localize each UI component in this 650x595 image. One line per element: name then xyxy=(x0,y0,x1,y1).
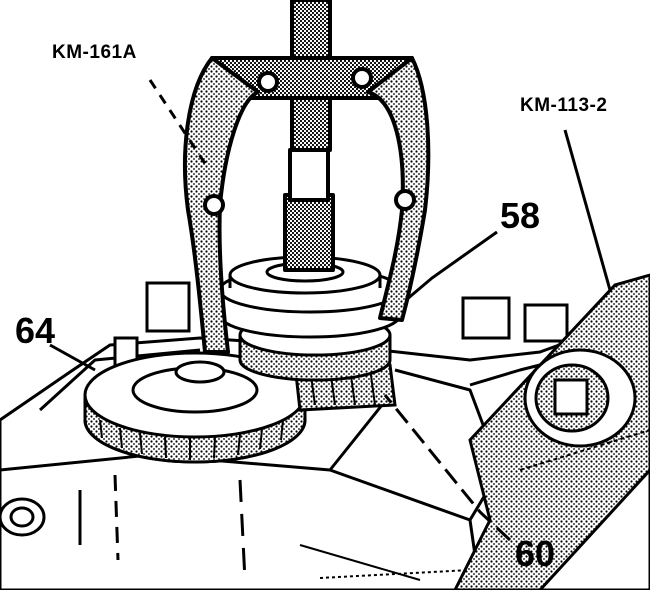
leader-60 xyxy=(383,394,512,542)
leader-64 xyxy=(49,343,96,372)
bearing-58 xyxy=(218,255,402,382)
leader-58 xyxy=(405,230,498,302)
leader-km-113-2 xyxy=(563,129,612,291)
puller-km-161a xyxy=(183,0,431,354)
label-part-58: 58 xyxy=(500,195,541,236)
label-tool-puller: KM-161A xyxy=(52,42,137,63)
label-part-64: 64 xyxy=(15,310,56,351)
bolt-hole xyxy=(0,497,46,537)
housing-bosses xyxy=(113,281,569,370)
leader-lines xyxy=(49,79,612,542)
label-tool-holder: KM-113-2 xyxy=(520,95,608,116)
holder-km-113-2 xyxy=(452,273,650,592)
label-part-60: 60 xyxy=(515,533,556,574)
